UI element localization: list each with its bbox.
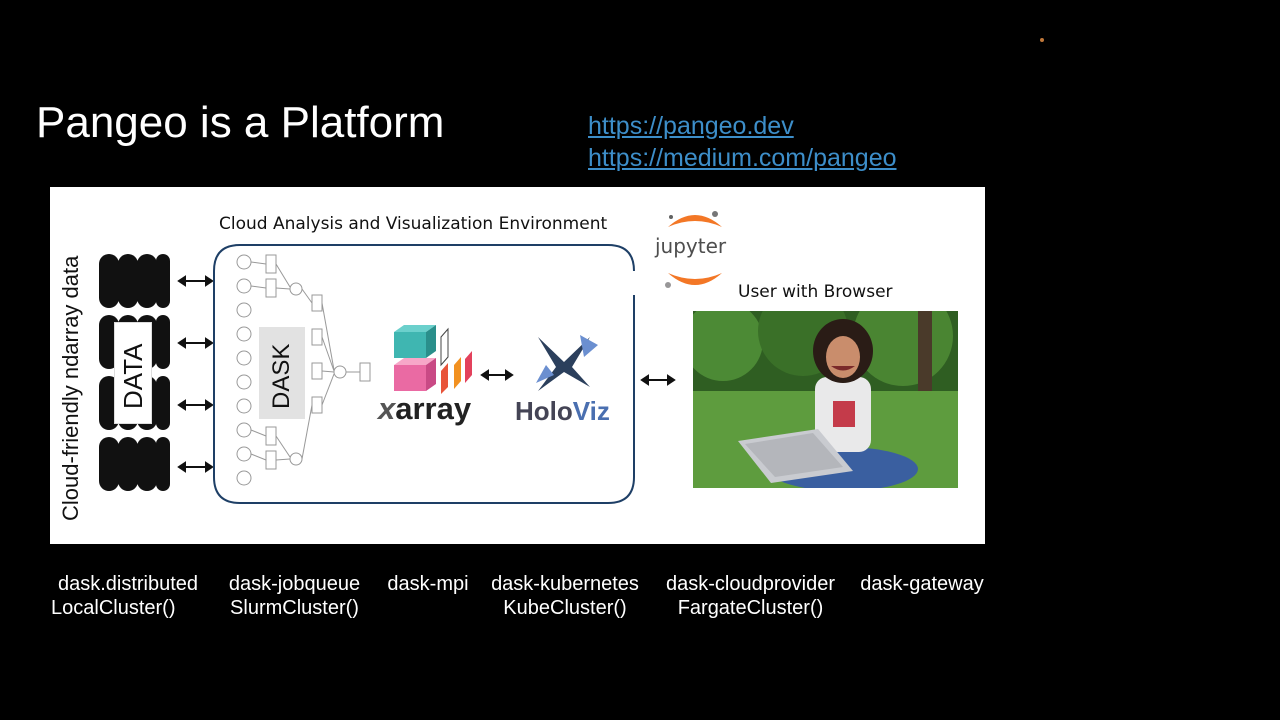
cluster-dask-distributed: dask.distributed LocalCluster() [51, 572, 205, 620]
cluster-dask-jobqueue: dask-jobqueue SlurmCluster() [222, 572, 367, 620]
cluster-dask-kubernetes: dask-kubernetes KubeCluster() [484, 572, 646, 620]
cluster-class: FargateCluster() [677, 597, 824, 619]
cluster-dask-cloudprovider: dask-cloudprovider FargateCluster() [657, 572, 844, 620]
cluster-name: dask-gateway [860, 573, 984, 595]
cluster-name: dask-mpi [387, 573, 469, 595]
xarray-label-rest: array [395, 391, 472, 426]
cluster-dask-gateway: dask-gateway [853, 572, 991, 596]
data-label-box [114, 322, 152, 424]
links-group: https://pangeo.dev https://medium.com/pa… [588, 110, 897, 174]
xarray-label-prefix: x [378, 391, 396, 426]
pangeo-dev-link[interactable]: https://pangeo.dev [588, 112, 794, 140]
cluster-class: SlurmCluster() [230, 597, 359, 619]
cursor-dot [1040, 38, 1044, 42]
jupyter-label: jupyter [655, 234, 727, 258]
xarray-holoviz-arrow [480, 369, 514, 381]
user-title: User with Browser [738, 282, 893, 302]
data-label: DATA [118, 343, 148, 409]
environment-title: Cloud Analysis and Visualization Environ… [219, 214, 608, 234]
vertical-data-label: Cloud-friendly ndarray data [58, 255, 83, 521]
user-photo [693, 311, 958, 488]
dask-label: DASK [268, 343, 295, 409]
env-user-arrow [640, 374, 676, 386]
cluster-class: LocalCluster() [51, 597, 176, 619]
holoviz-label-prefix: Holo [515, 396, 573, 426]
cluster-dask-mpi: dask-mpi [383, 572, 473, 596]
disk-stack-icon-4 [99, 437, 170, 491]
dask-label-box [259, 327, 305, 419]
cluster-list: dask.distributed LocalCluster() dask-job… [0, 572, 1280, 632]
cluster-name: dask-jobqueue [228, 573, 361, 595]
xarray-logo-icon [394, 325, 472, 394]
diagram-graphics [99, 211, 722, 504]
data-arrows [177, 275, 214, 473]
cluster-name: dask-kubernetes [491, 573, 639, 595]
xarray-label: xarray [378, 391, 471, 427]
slide-title: Pangeo is a Platform [36, 98, 445, 147]
holoviz-label: HoloViz [515, 396, 610, 427]
cluster-name: dask.distributed [57, 573, 199, 595]
dask-graph-icon [236, 254, 371, 486]
jupyter-logo-icon [665, 211, 722, 288]
cluster-name: dask-cloudprovider [666, 573, 835, 595]
architecture-diagram: Cloud-friendly ndarray data DATA Cloud A… [50, 187, 985, 544]
environment-box [213, 244, 635, 504]
disk-stack-icon-1 [99, 254, 170, 308]
holoviz-label-rest: Viz [572, 396, 610, 426]
holoviz-logo-icon [536, 335, 598, 391]
cluster-class: KubeCluster() [503, 597, 627, 619]
medium-pangeo-link[interactable]: https://medium.com/pangeo [588, 144, 897, 172]
